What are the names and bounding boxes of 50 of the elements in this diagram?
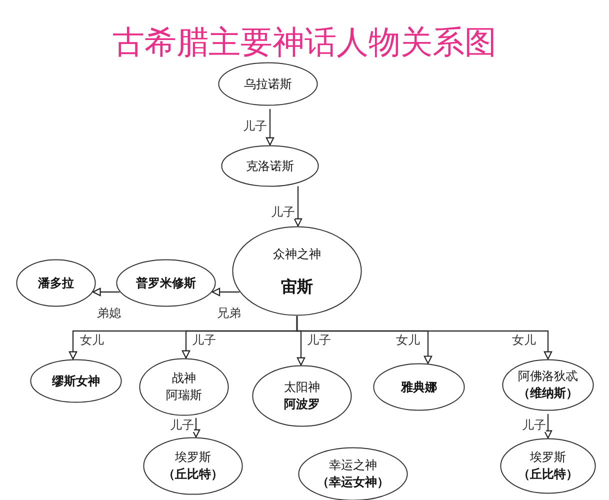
name-label: 阿佛洛狄忒 bbox=[518, 368, 578, 385]
arrow bbox=[296, 316, 552, 360]
name-label: 阿波罗 bbox=[284, 396, 320, 413]
edge-label: 儿子 bbox=[307, 333, 331, 347]
arrow bbox=[544, 414, 552, 439]
edge-label: 兄弟 bbox=[217, 306, 241, 320]
edge-label: 儿子 bbox=[522, 418, 546, 432]
name-label: （丘比特） bbox=[163, 466, 223, 483]
name-label: 幸运之神 bbox=[329, 457, 377, 474]
ellipse-node bbox=[116, 259, 216, 307]
name-label: 阿瑞斯 bbox=[166, 387, 202, 404]
arrow bbox=[192, 418, 200, 438]
ellipse-node bbox=[252, 365, 352, 427]
name-label: 克洛诺斯 bbox=[246, 158, 294, 174]
name-label: （丘比特） bbox=[518, 466, 578, 483]
ellipse-node bbox=[502, 359, 594, 411]
title: 古希腊主要神话人物关系图 bbox=[112, 22, 498, 62]
ellipse-node bbox=[143, 437, 243, 495]
edge-label: 女儿 bbox=[396, 333, 420, 347]
ellipse-node bbox=[16, 259, 96, 307]
ellipse-node bbox=[218, 62, 318, 106]
arrow bbox=[266, 108, 274, 146]
name-label: （维纳斯） bbox=[518, 385, 578, 402]
ellipse-node bbox=[139, 358, 229, 416]
name-label: 埃罗斯 bbox=[530, 449, 566, 466]
ellipse-node bbox=[221, 145, 319, 187]
edge-label: 女儿 bbox=[512, 333, 536, 347]
name-label: 缪斯女神 bbox=[52, 372, 100, 390]
arrow bbox=[92, 288, 120, 296]
edge-label: 儿子 bbox=[170, 418, 194, 432]
edge-label: 弟媳 bbox=[97, 306, 121, 320]
name-label: （幸运女神） bbox=[317, 474, 389, 491]
name-label: 太阳神 bbox=[284, 379, 320, 396]
name-label: 宙斯 bbox=[281, 276, 313, 296]
edge-label: 儿子 bbox=[271, 205, 295, 219]
ellipse-node bbox=[373, 363, 465, 411]
name-label: 潘多拉 bbox=[38, 274, 74, 292]
ellipse-node bbox=[500, 438, 596, 494]
name-label: 雅典娜 bbox=[401, 378, 437, 396]
edge-label: 儿子 bbox=[243, 119, 267, 133]
name-label: 乌拉诺斯 bbox=[244, 76, 292, 92]
edge-label: 女儿 bbox=[80, 333, 104, 347]
arrow bbox=[294, 186, 302, 227]
arrow bbox=[212, 288, 240, 296]
name-label: 埃罗斯 bbox=[175, 449, 211, 466]
name-label: 战神 bbox=[172, 370, 196, 387]
name-label: 普罗米修斯 bbox=[136, 274, 196, 292]
edge-label: 儿子 bbox=[192, 333, 216, 347]
ellipse-node bbox=[30, 359, 122, 403]
name-label: 众神之神 bbox=[273, 246, 321, 262]
